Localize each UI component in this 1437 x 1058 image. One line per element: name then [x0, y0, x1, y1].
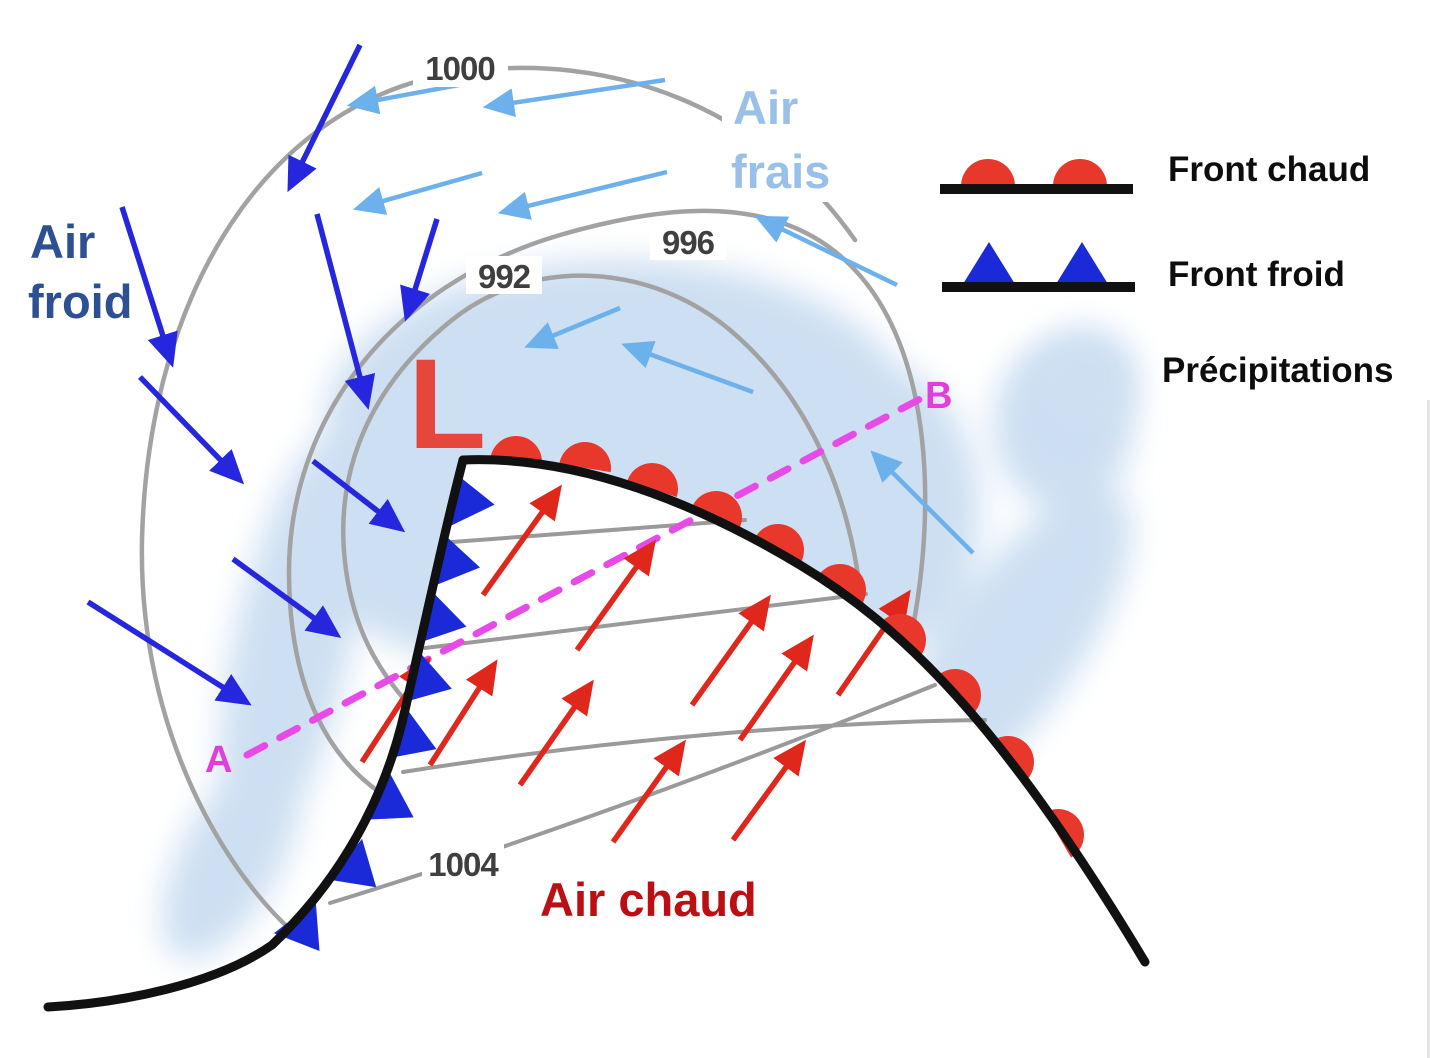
warm-air-arrow	[427, 659, 498, 767]
isobar-992-line	[341, 273, 865, 709]
air-frais-label-bg	[722, 56, 942, 202]
cold-front-triangle	[388, 708, 437, 759]
isobar-1004-label-bg	[422, 844, 504, 882]
isobars	[139, 65, 928, 941]
warm-air-arrow	[517, 679, 594, 787]
legend-warm-front-label: Front chaud	[1168, 150, 1370, 189]
sector-isobar-1	[450, 518, 747, 544]
low-pressure-symbol: L	[408, 333, 486, 476]
warm-air-arrow	[610, 739, 686, 844]
legend-cold-front-triangle	[1056, 242, 1108, 284]
fresh-air-arrow	[621, 340, 754, 395]
legend-cold-front-triangle	[963, 242, 1015, 284]
warm-air-arrow	[835, 589, 911, 697]
warm-front-semicircle	[627, 463, 678, 498]
warm-front-semicircle	[880, 614, 926, 658]
legend-warm-front: Front chaud	[940, 150, 1370, 194]
warm-air-arrow	[737, 634, 814, 742]
legend-precipitation-blob	[1037, 328, 1137, 428]
cold-front-line	[43, 455, 468, 1012]
isobar-996-label: 996	[662, 224, 715, 261]
isobar-1000-line	[139, 65, 858, 941]
image-edge-line	[1427, 400, 1430, 1058]
legend-precipitation: Précipitations	[1037, 328, 1393, 428]
legend-warm-front-semicircle	[1053, 159, 1107, 186]
warm-front-semicircle	[818, 564, 866, 605]
fresh-air-arrow	[352, 170, 483, 215]
cold-front	[43, 455, 495, 1012]
cold-air-arrow	[311, 458, 406, 533]
sector-isobar-2	[423, 592, 868, 650]
isobar-1000-label-bg	[413, 47, 508, 87]
isobar-1004-label: 1004	[428, 846, 499, 883]
cold-air-arrow	[314, 213, 376, 410]
warm-front-semicircle	[559, 442, 611, 473]
isobar-1004-line	[328, 683, 937, 905]
legend-cold-front-bar	[942, 282, 1135, 292]
fresh-air-arrow	[870, 450, 975, 555]
legend-warm-front-semicircle	[961, 159, 1015, 186]
warm-air-arrow	[480, 484, 562, 597]
legend-cold-front-label: Front froid	[1168, 255, 1345, 294]
cold-air-arrow	[119, 206, 178, 368]
warm-air-arrow	[730, 739, 807, 842]
isobar-996-line	[286, 208, 928, 797]
precipitation-southwest	[162, 750, 302, 960]
cross-section-b-label: B	[925, 375, 952, 417]
warm-front-semicircle	[937, 669, 981, 715]
cold-air-arrow	[287, 43, 363, 193]
warm-front	[458, 436, 1150, 967]
air-chaud-label: Air chaud	[540, 873, 757, 926]
warm-air-arrow	[574, 539, 656, 652]
isobar-996-label-bg	[650, 222, 726, 260]
air-frais-label-line1: Air	[733, 81, 798, 134]
warm-front-line	[458, 455, 1150, 967]
cold-air-arrow	[138, 375, 245, 485]
cold-front-triangle	[328, 838, 377, 888]
cold-front-triangle	[450, 473, 495, 526]
legend-precipitation-label: Précipitations	[1162, 351, 1393, 390]
isobar-992-label-bg	[466, 256, 542, 294]
isobar-992-label: 992	[478, 258, 531, 295]
air-frais-label-line2: frais	[731, 145, 830, 198]
fresh-air-arrow	[754, 215, 898, 288]
fresh-air-arrow	[497, 169, 668, 220]
warm-front-semicircle	[755, 524, 804, 563]
fresh-air-arrow	[524, 305, 621, 349]
isobar-1000-label: 1000	[425, 50, 494, 87]
warm-front-semicircle	[692, 491, 742, 528]
warm-sector-area	[0, 459, 1189, 1058]
warm-air-arrow	[689, 594, 771, 707]
legend-warm-front-bar	[940, 184, 1133, 194]
air-froid-label-line2: froid	[28, 275, 132, 328]
fresh-air-arrow	[482, 77, 666, 118]
cold-air-arrow	[231, 556, 342, 639]
warm-sector-isobars	[328, 518, 987, 905]
cold-front-triangle	[364, 772, 414, 820]
cold-air-arrow	[400, 218, 440, 322]
air-froid-label-line1: Air	[30, 215, 95, 268]
warm-air-arrows	[359, 484, 911, 844]
legend-cold-front: Front froid	[942, 242, 1345, 294]
cross-section-a-label: A	[205, 739, 232, 781]
cold-air-arrow	[86, 599, 252, 706]
cross-section-line	[243, 394, 926, 759]
sector-isobar-3	[401, 718, 987, 774]
legend: Front chaud Front froid Précipitations	[940, 150, 1393, 428]
cold-air-arrows	[86, 43, 440, 706]
